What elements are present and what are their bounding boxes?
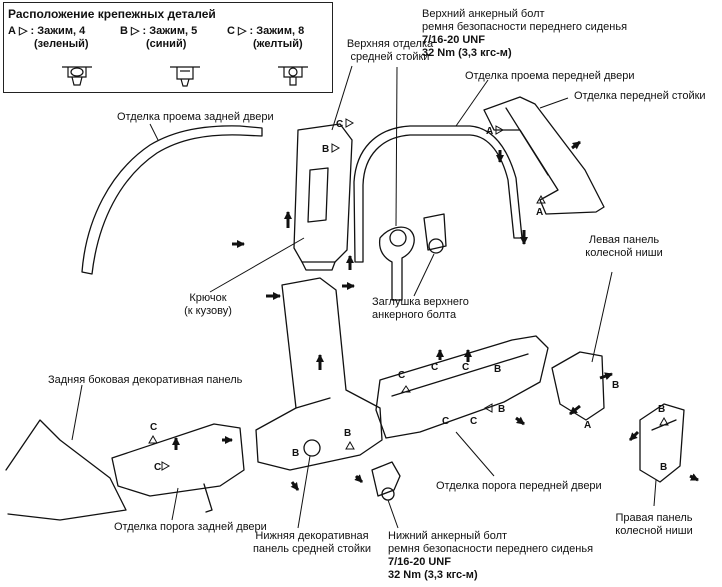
clip-c-icon xyxy=(278,66,308,86)
svg-text:C: C xyxy=(398,370,405,381)
leader-rear-side xyxy=(71,384,83,441)
svg-text:A: A xyxy=(536,207,543,218)
front-pillar-label: Отделка передней стойки xyxy=(574,90,706,102)
svg-text:C: C xyxy=(442,416,449,427)
leader-upper-bolt xyxy=(395,66,398,227)
rear-door-sill-trim xyxy=(111,423,245,513)
svg-text:A: A xyxy=(486,126,493,137)
leader-lower-bolt xyxy=(387,499,399,529)
leader-bolt-cap xyxy=(413,253,435,297)
upper-center-pillar-trim xyxy=(293,123,353,271)
upper-bolt-label: Верхний анкерный болт ремня безопасности… xyxy=(422,8,628,59)
upper-trim-label: Верхняя отделка средней стойки xyxy=(346,38,434,63)
front-door-sill-trim xyxy=(375,335,549,439)
legend-title: Расположение крепежных деталей xyxy=(8,7,216,21)
legend-clip-c: C▷ : Зажим, 8 (желтый) xyxy=(227,25,305,50)
clip-b-icon xyxy=(170,66,200,87)
rear-side-trim xyxy=(5,419,127,521)
front-door-opening-trim xyxy=(353,125,523,263)
leader-left-wheel xyxy=(591,271,613,363)
leader-front-door-opening xyxy=(455,79,489,127)
lower-bolt-label: Нижний анкерный болт ремня безопасности … xyxy=(388,530,594,581)
leader-rear-door-opening xyxy=(149,123,159,141)
lower-center-pillar-trim xyxy=(255,277,383,471)
svg-text:B: B xyxy=(612,380,619,391)
svg-text:B: B xyxy=(498,404,505,415)
left-wheel-house-label: Левая панель колесной ниши xyxy=(585,234,663,259)
seat-belt-upper xyxy=(378,213,447,301)
removal-arrows xyxy=(172,140,699,491)
legend-clip-a: A▷ : Зажим, 4 (зеленый) xyxy=(8,25,89,50)
rear-side-label: Задняя боковая декоративная панель xyxy=(48,374,243,386)
legend-clip-b: B▷ : Зажим, 5 (синий) xyxy=(120,25,198,50)
rear-door-opening-trim xyxy=(81,125,263,275)
right-wheel-house-label: Правая панель колесной ниши xyxy=(615,512,693,537)
leader-lower-trim xyxy=(297,455,311,529)
fastener-legend: Расположение крепежных деталей A▷ : Зажи… xyxy=(3,2,333,93)
left-wheel-house-panel xyxy=(551,351,605,421)
svg-text:C: C xyxy=(462,362,469,373)
svg-text:B: B xyxy=(344,428,351,439)
svg-text:A: A xyxy=(584,420,591,431)
svg-text:B: B xyxy=(292,448,299,459)
svg-text:B: B xyxy=(322,144,329,155)
seat-belt-lower xyxy=(371,461,401,501)
svg-text:B: B xyxy=(660,462,667,473)
lower-trim-label: Нижняя декоративная панель средней стойк… xyxy=(252,530,372,555)
leader-upper-trim xyxy=(331,65,353,131)
rear-door-opening-label: Отделка проема задней двери xyxy=(117,111,274,123)
clip-callouts: B C A A C C C B B C C B B C C B A B B xyxy=(148,118,669,473)
leader-front-sill xyxy=(455,431,495,477)
front-sill-label: Отделка порога передней двери xyxy=(436,480,602,492)
rear-sill-label: Отделка порога задней двери xyxy=(114,521,267,533)
svg-text:C: C xyxy=(154,462,161,473)
svg-text:C: C xyxy=(336,119,343,130)
bolt-cap-label: Заглушка верхнего анкерного болта xyxy=(372,296,469,321)
clip-a-icon xyxy=(62,66,92,86)
leader-front-pillar xyxy=(539,97,569,109)
leader-right-wheel xyxy=(653,479,657,507)
svg-text:C: C xyxy=(470,416,477,427)
front-door-opening-label: Отделка проема передней двери xyxy=(465,70,635,82)
leader-rear-sill xyxy=(171,487,179,521)
svg-text:C: C xyxy=(150,422,157,433)
svg-text:B: B xyxy=(494,364,501,375)
leader-hook xyxy=(209,237,305,293)
svg-text:B: B xyxy=(658,404,665,415)
front-pillar-trim xyxy=(483,96,605,215)
hook-label: Крючок (к кузову) xyxy=(184,292,232,317)
svg-text:C: C xyxy=(431,362,438,373)
